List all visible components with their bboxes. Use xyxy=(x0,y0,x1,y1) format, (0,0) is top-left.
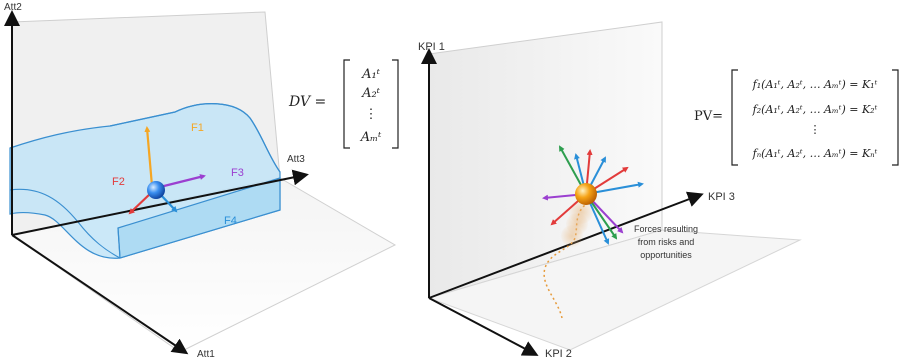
left-panel: Att2 Att3 Att1 F1 F2 F3 F4 DV = A₁ᵗ A₂ᵗ … xyxy=(4,2,398,360)
state-ball-right xyxy=(575,183,597,205)
dv-row-1: A₁ᵗ xyxy=(361,67,381,82)
annotation-line-1: Forces resulting xyxy=(634,224,698,234)
kpi3-label: KPI 3 xyxy=(708,191,735,203)
pv-left-bracket xyxy=(732,70,738,165)
att3-label: Att3 xyxy=(287,154,305,165)
dv-lhs: DV = xyxy=(288,94,326,110)
dv-equation: DV = A₁ᵗ A₂ᵗ ⋮ Aₘᵗ xyxy=(288,60,398,148)
pv-equation: PV= f₁(A₁ᵗ, A₂ᵗ, … Aₘᵗ) = K₁ᵗ f₂(A₁ᵗ, A₂… xyxy=(694,70,898,165)
dv-row-4: Aₘᵗ xyxy=(360,130,382,145)
dv-right-bracket xyxy=(392,60,398,148)
kpi2-label: KPI 2 xyxy=(545,348,572,360)
dv-left-bracket xyxy=(344,60,350,148)
att2-label: Att2 xyxy=(4,2,22,13)
force-f2-label: F2 xyxy=(112,176,125,188)
pv-row-4: fₙ(A₁ᵗ, A₂ᵗ, … Aₘᵗ) = Kₙᵗ xyxy=(752,147,878,160)
kpi1-label: KPI 1 xyxy=(418,41,445,53)
force-f1-label: F1 xyxy=(191,122,204,134)
annotation-line-3: opportunities xyxy=(640,250,692,260)
state-ball-left xyxy=(147,181,165,199)
force-f3-label: F3 xyxy=(231,167,244,179)
pv-lhs: PV= xyxy=(694,109,723,124)
pv-row-1: f₁(A₁ᵗ, A₂ᵗ, … Aₘᵗ) = K₁ᵗ xyxy=(752,78,878,91)
dv-row-3: ⋮ xyxy=(365,107,378,122)
dv-row-2: A₂ᵗ xyxy=(361,86,381,101)
force-f4-label: F4 xyxy=(224,215,237,227)
att1-label: Att1 xyxy=(197,349,215,360)
pv-right-bracket xyxy=(892,70,898,165)
annotation-line-2: from risks and xyxy=(638,237,695,247)
pv-row-3: ⋮ xyxy=(810,123,821,136)
pv-row-2: f₂(A₁ᵗ, A₂ᵗ, … Aₘᵗ) = K₂ᵗ xyxy=(752,103,878,116)
right-panel: KPI 1 KPI 3 KPI 2 Forces resultin xyxy=(418,22,898,360)
forces-annotation: Forces resulting from risks and opportun… xyxy=(634,224,698,260)
